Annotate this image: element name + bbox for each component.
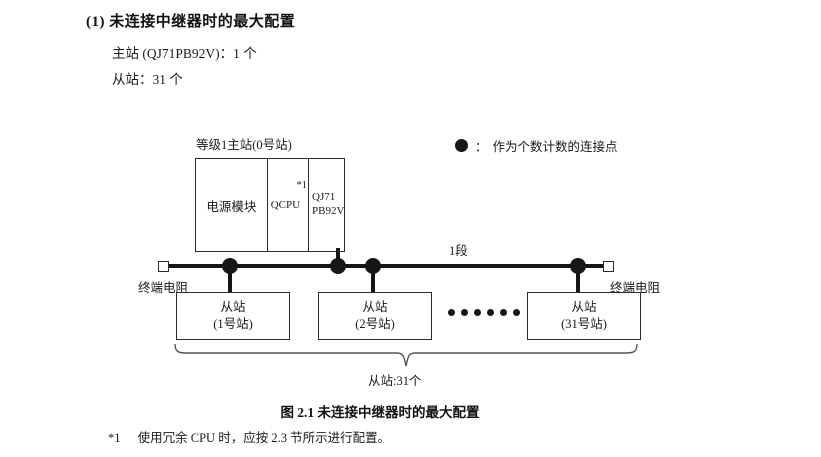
section-heading: (1) 未连接中继器时的最大配置 xyxy=(86,10,295,31)
section-line-master: 主站 (QJ71PB92V)：1 个 xyxy=(112,46,257,61)
ellipsis-dot-icon xyxy=(461,309,468,316)
legend-label: 作为个数计数的连接点 xyxy=(492,140,618,154)
slave-1-station: (1号站) xyxy=(213,317,253,331)
slave-1-drop-line xyxy=(228,268,232,294)
legend: ： 作为个数计数的连接点 xyxy=(455,136,618,155)
dot-filled-icon xyxy=(455,139,468,152)
ellipsis-dot-icon xyxy=(500,309,507,316)
ellipsis-dot-icon xyxy=(513,309,520,316)
figure-caption: 图 2.1 未连接中继器时的最大配置 xyxy=(280,405,480,420)
slaves-ellipsis xyxy=(448,309,520,316)
slave-31-station: (31号站) xyxy=(561,317,607,331)
terminator-left-label: 终端电阻 xyxy=(138,281,189,295)
footnote: *1 使用冗余 CPU 时，应按 2.3 节所示进行配置。 xyxy=(108,427,390,446)
slave-1-title: 从站 xyxy=(220,300,246,315)
brace-shape-icon xyxy=(174,343,638,367)
profibus-module-label: QJ71 PB92V xyxy=(312,191,344,219)
power-supply-module: 电源模块 xyxy=(196,159,267,251)
cpu-module: QCPU *1 xyxy=(266,159,308,251)
ellipsis-dot-icon xyxy=(474,309,481,316)
bus-trunk-line xyxy=(160,264,612,268)
slave-2-station: (2号站) xyxy=(355,317,395,331)
slave-2-drop-line xyxy=(371,268,375,294)
slave-31-drop-line xyxy=(576,268,580,294)
bus-segment-label: 1段 xyxy=(449,244,468,258)
master-station-label: 等级1主站(0号站) xyxy=(196,138,292,152)
footnote-text: 使用冗余 CPU 时，应按 2.3 节所示进行配置。 xyxy=(137,431,391,445)
master-module-rack: 电源模块 QCPU *1 QJ71 PB92V xyxy=(195,158,345,252)
connection-node-master xyxy=(330,258,346,274)
slave-2-title: 从站 xyxy=(362,300,388,315)
section-number: (1) xyxy=(86,14,105,30)
connection-node-slave-2 xyxy=(365,258,381,274)
slaves-count-brace xyxy=(173,343,639,368)
profibus-module-line2: PB92V xyxy=(312,205,345,217)
cpu-label: QCPU xyxy=(270,199,301,211)
terminator-right-icon xyxy=(603,261,614,272)
ellipsis-dot-icon xyxy=(448,309,455,316)
slave-31-title: 从站 xyxy=(571,300,597,315)
slaves-count-label: 从站:31个 xyxy=(368,374,422,388)
cpu-footnote-mark: *1 xyxy=(296,180,308,191)
slave-station-box-31: 从站 (31号站) xyxy=(527,292,641,340)
terminator-right-label: 终端电阻 xyxy=(610,281,661,295)
ellipsis-dot-icon xyxy=(487,309,494,316)
footnote-mark: *1 xyxy=(108,431,121,445)
slave-station-box-2: 从站 (2号站) xyxy=(318,292,432,340)
section-line-slave: 从站：31 个 xyxy=(112,72,183,87)
power-supply-label: 电源模块 xyxy=(206,199,257,214)
terminator-left-icon xyxy=(158,261,169,272)
connection-node-slave-31 xyxy=(570,258,586,274)
profibus-module-line1: QJ71 xyxy=(312,191,336,204)
section-title-text: 未连接中继器时的最大配置 xyxy=(109,14,296,30)
profibus-module: QJ71 PB92V xyxy=(308,159,344,251)
connection-node-slave-1 xyxy=(222,258,238,274)
slave-station-box-1: 从站 (1号站) xyxy=(176,292,290,340)
legend-colon: ： xyxy=(475,140,488,154)
